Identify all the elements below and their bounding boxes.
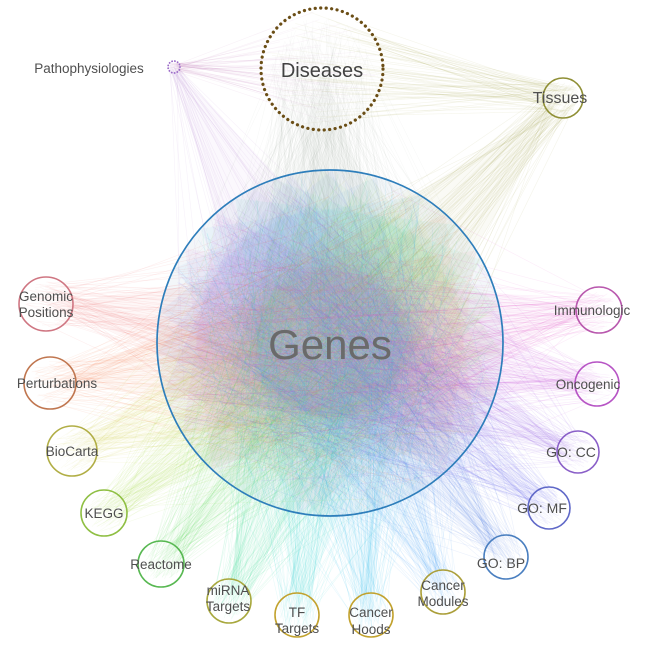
label-go_cc: GO: CC [546, 444, 596, 460]
edge-bundle-genes-cancer_hoods [202, 179, 489, 633]
node-genes[interactable] [156, 169, 504, 517]
node-go_cc[interactable] [556, 430, 600, 474]
bundle-wash-cancer_hoods [200, 195, 421, 615]
label-immunologic: Immunologic [554, 303, 631, 318]
node-immunologic[interactable] [575, 286, 623, 334]
edge-bundle-genes-pathophysiologies [168, 63, 485, 507]
node-genomic_positions[interactable] [18, 276, 74, 332]
bundle-wash-diseases [203, 69, 464, 461]
label-kegg: KEGG [84, 506, 123, 521]
edge-bundle-genes-tissues [169, 81, 579, 509]
edge-bundles [25, 11, 619, 633]
bundle-wash-genomic_positions [46, 250, 477, 472]
node-cancer_modules[interactable] [420, 569, 466, 615]
label-diseases: Diseases [281, 60, 363, 82]
edge-bundle-diseases-tissues [267, 12, 580, 124]
node-perturbations[interactable] [23, 356, 77, 410]
node-go_mf[interactable] [527, 486, 571, 530]
genes-circle-fill [157, 170, 503, 516]
node-biocarta[interactable] [46, 425, 98, 477]
bundle-wash-perturbations [50, 214, 477, 435]
node-cancer_hoods[interactable] [348, 592, 394, 638]
node-pathophysiologies[interactable] [167, 60, 181, 74]
bundle-wash-reactome [161, 170, 499, 564]
node-tf_targets[interactable] [274, 592, 320, 638]
node-reactome[interactable] [137, 540, 185, 588]
edge-bundle-genes-genomic_positions [25, 196, 502, 511]
edge-bundle-genes-mirna_targets [202, 173, 497, 620]
bundle-wash-go_cc [164, 187, 578, 452]
label-reactome: Reactome [130, 557, 192, 572]
edge-bundle-genes-immunologic [166, 189, 619, 500]
edge-bundle-genes-reactome [144, 185, 499, 580]
edge-bundle-genes-go_bp [165, 176, 524, 575]
bundle-wash-go_mf [157, 174, 550, 508]
node-kegg[interactable] [80, 489, 128, 537]
edge-bundle-genes-biocarta [51, 176, 495, 472]
bundle-washes [46, 67, 599, 615]
label-tissues: Tissues [533, 90, 588, 107]
edge-bundle-genes-oncogenic [168, 191, 614, 472]
bundle-wash-oncogenic [182, 212, 598, 434]
label-genes: Genes [268, 321, 392, 368]
bundle-wash-pathophysiologies [174, 67, 493, 513]
label-go_bp: GO: BP [477, 555, 525, 571]
bundle-wash-mirna_targets [229, 179, 482, 601]
edge-bundle-genes-go_mf [161, 174, 566, 525]
edge-bundle-genes-diseases [163, 18, 500, 507]
bundle-wash-cancer_modules [173, 176, 444, 592]
edge-bundle-genes-tf_targets [189, 177, 484, 633]
bundle-wash-tissues [158, 98, 563, 516]
edge-bundle-genes-go_cc [164, 183, 595, 493]
node-oncogenic[interactable] [574, 361, 620, 407]
nodes [18, 6, 623, 638]
bundle-wash-go_bp [159, 170, 506, 557]
node-mirna_targets[interactable] [206, 578, 252, 624]
node-go_bp[interactable] [483, 534, 529, 580]
node-diseases[interactable] [259, 6, 385, 132]
label-biocarta: BioCarta [46, 444, 99, 459]
bundle-wash-biocarta [72, 189, 496, 451]
label-oncogenic: Oncogenic [556, 377, 621, 392]
bundle-wash-immunologic [185, 248, 599, 470]
node-tissues[interactable] [542, 77, 584, 119]
label-perturbations: Perturbations [17, 376, 98, 391]
edge-bundle-genes-kegg [85, 180, 502, 532]
label-go_mf: GO: MF [517, 500, 567, 516]
label-pathophysiologies: Pathophysiologies [34, 61, 144, 76]
bundle-wash-kegg [104, 174, 503, 513]
